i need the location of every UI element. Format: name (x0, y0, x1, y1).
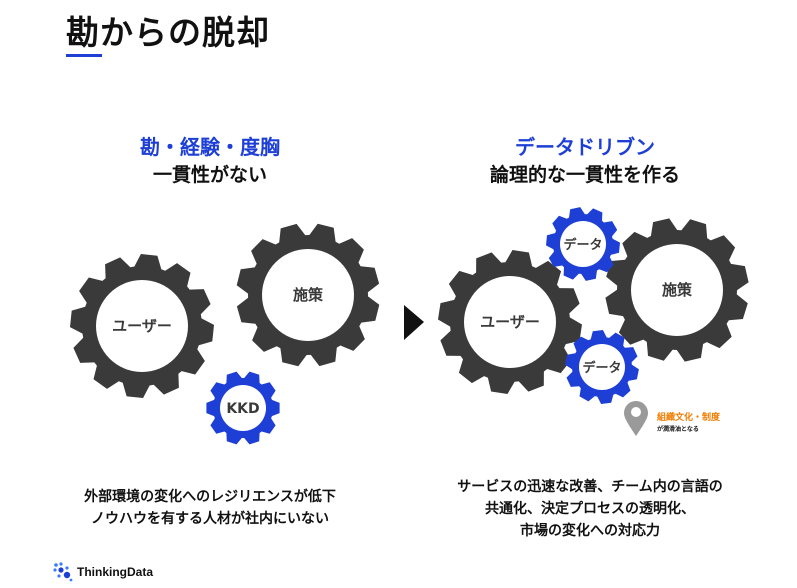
right-data-bottom-label: データ (582, 360, 621, 376)
right-desc-line2: 共通化、決定プロセスの透明化、 (485, 501, 695, 517)
company-logo: ThinkingData (52, 560, 153, 584)
left-measure-gear (236, 223, 380, 367)
left-desc-line1: 外部環境の変化へのレジリエンスが低下 (84, 489, 336, 505)
right-heading: データドリブン (515, 135, 655, 159)
arrow-right-icon (404, 305, 424, 340)
left-kkd-label: KKD (226, 401, 259, 417)
right-user-gear (438, 250, 582, 394)
location-pin-icon (624, 401, 648, 436)
left-subheading: 一貫性がない (152, 164, 267, 186)
right-user-label: ユーザー (480, 313, 540, 331)
right-measure-gear (605, 218, 749, 362)
right-desc-line1: サービスの迅速な改善、チーム内の言語の (457, 479, 723, 495)
left-description: 外部環境の変化へのレジリエンスが低下 ノウハウを有する人材が社内にいない (40, 486, 380, 530)
right-measure-label: 施策 (662, 281, 693, 299)
right-desc-line3: 市場の変化への対応力 (520, 523, 660, 539)
logo-text: ThinkingData (77, 565, 154, 579)
pin-label: 組織文化・制度 (657, 413, 721, 423)
left-user-label: ユーザー (112, 317, 172, 335)
left-measure-label: 施策 (293, 286, 324, 304)
thinkingdata-logo-icon (53, 562, 73, 582)
right-data-top-label: データ (563, 237, 602, 253)
page-title: 勘からの脱却 (66, 13, 270, 52)
right-data-top-gear (546, 207, 620, 281)
right-description: サービスの迅速な改善、チーム内の言語の 共通化、決定プロセスの透明化、 市場の変… (420, 476, 760, 542)
left-desc-line2: ノウハウを有する人材が社内にいない (91, 511, 329, 527)
left-kkd-gear (206, 371, 280, 445)
left-heading: 勘・経験・度胸 (140, 135, 280, 159)
pin-sublabel: が潤滑油となる (657, 426, 699, 433)
title-underline (66, 54, 102, 57)
right-data-bottom-gear (565, 330, 639, 404)
left-user-gear (70, 254, 214, 398)
right-subheading: 論理的な一貫性を作る (489, 164, 680, 186)
